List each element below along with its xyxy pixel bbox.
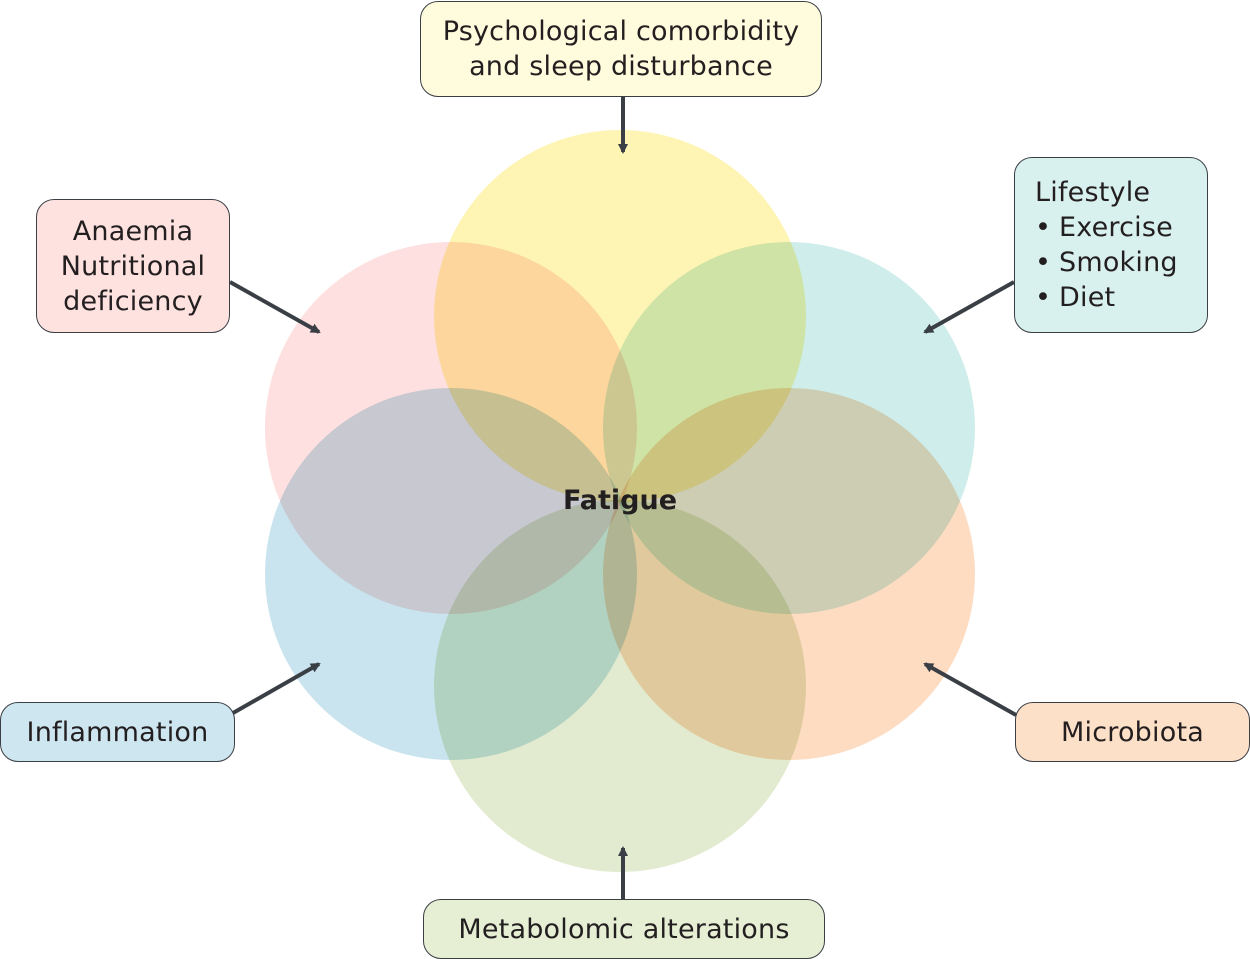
inflammation-box: Inflammation (0, 702, 235, 762)
petals (265, 130, 975, 872)
psych-box: Psychological comorbidity and sleep dist… (420, 1, 822, 97)
bullet-icon: • (1035, 282, 1052, 313)
microbiota-box: Microbiota (1015, 702, 1250, 762)
bullet-icon: • (1035, 247, 1052, 278)
lifestyle-item-label: Smoking (1059, 247, 1178, 278)
anaemia-line-3: deficiency (63, 285, 203, 317)
lifestyle-box: Lifestyle •Exercise •Smoking •Diet (1014, 157, 1208, 333)
psych-line-2: and sleep disturbance (469, 51, 773, 82)
arrows (229, 97, 1017, 899)
inflammation-label: Inflammation (26, 716, 209, 748)
lifestyle-item: •Smoking (1035, 245, 1178, 280)
lifestyle-item-label: Diet (1059, 282, 1116, 313)
arrow-anaemia (229, 280, 321, 334)
metabolomic-label: Metabolomic alterations (458, 913, 790, 945)
metabolomic-box: Metabolomic alterations (423, 899, 825, 959)
arrow-microbiota (923, 662, 1017, 717)
fatigue-label: Fatigue (562, 485, 678, 516)
psych-line-1: Psychological comorbidity (442, 16, 800, 47)
arrow-lifestyle (923, 280, 1015, 334)
bullet-icon: • (1035, 212, 1052, 243)
microbiota-label: Microbiota (1061, 716, 1204, 748)
anaemia-line-1: Anaemia (72, 215, 194, 247)
arrow-inflammation (232, 662, 321, 715)
anaemia-line-2: Nutritional (60, 250, 206, 282)
petal-anaemia (265, 242, 637, 614)
lifestyle-title: Lifestyle (1035, 177, 1151, 208)
lifestyle-list: •Exercise •Smoking •Diet (1035, 210, 1178, 315)
lifestyle-item: •Diet (1035, 280, 1178, 315)
anaemia-box: Anaemia Nutritional deficiency (36, 199, 230, 333)
lifestyle-item: •Exercise (1035, 210, 1178, 245)
lifestyle-item-label: Exercise (1059, 212, 1173, 243)
